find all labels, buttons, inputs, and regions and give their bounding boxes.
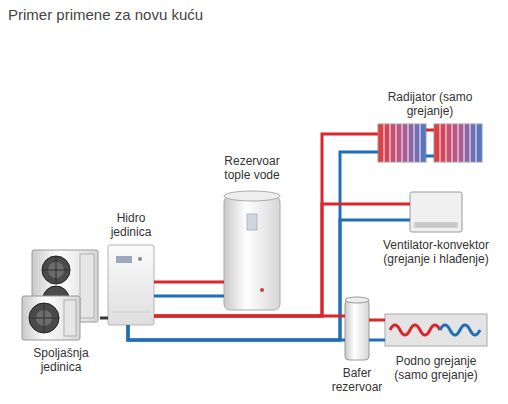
return-pipe [128,220,410,340]
hydro-unit: Hidro jedinica [108,245,154,325]
pipe-connection [128,316,345,340]
return-pipe [154,295,224,298]
pipe-connection [369,320,385,340]
outdoor-unit-drawing-part [80,254,94,318]
return-pipe [369,339,385,342]
floor-heating: Podno grejanje (samo grejanje) [385,314,487,346]
return-pipe [128,325,345,340]
supply-pipe [154,315,345,318]
fan-coil: Ventilator-konvektor (grejanje i hlađenj… [410,192,462,232]
radiator-drawing-part [384,124,476,162]
hydro-unit-drawing-part [138,257,142,261]
hydro-unit-label: Hidro jedinica [99,211,163,239]
hot-water-tank-drawing [224,191,280,310]
buffer-tank-drawing-part [345,300,369,360]
fan-coil-drawing [410,192,462,232]
fan-coil-label: Ventilator-konvektor (grejanje i hlađenj… [374,238,499,266]
outdoor-unit-drawing-part [64,300,76,336]
outdoor-unit-label-group: Spoljašnja jedinica [25,346,97,374]
supply-pipe [154,281,224,284]
buffer-tank: Bafer rezervoar [345,298,369,360]
pipe-connection [128,204,410,340]
buffer-tank-drawing-part [345,297,369,303]
buffer-tank-drawing [345,297,369,360]
refrigerant-line [100,317,108,320]
radiator-drawing-part [426,129,434,132]
buffer-tank-label: Bafer rezervoar [325,366,389,394]
fan-coil-drawing-part [414,222,458,228]
diagram-title: Primer primene za novu kuću [8,6,203,24]
outdoor-unit-drawing-part [29,303,59,333]
supply-pipe [154,134,378,316]
radiator: Radijator (samo grejanje) [378,124,482,162]
hydro-unit-drawing-part [112,312,150,313]
fan-coil-drawing-part [416,224,456,226]
fan-coil-drawing-part [410,192,462,232]
floor-heating-drawing-part [440,325,480,335]
fan-coil-label-group: Ventilator-konvektor (grejanje i hlađenj… [374,238,499,266]
hot-water-tank-label-group: Rezervoar tople vode [215,154,289,182]
hot-water-tank-label: Rezervoar tople vode [215,154,289,182]
hydro-unit-drawing [108,245,154,325]
hydro-unit-drawing-part [116,256,132,263]
floor-heating-drawing [385,314,487,346]
outdoor-unit-label: Spoljašnja jedinica [25,346,97,374]
floor-heating-label-group: Podno grejanje (samo grejanje) [386,354,486,382]
outdoor-unit: Spoljašnja jedinica [22,250,100,340]
hot-water-tank-drawing-part [247,214,257,230]
hot-water-tank-drawing-part [224,196,280,310]
radiator-drawing [378,124,482,162]
hot-water-tank-drawing-part [260,288,264,292]
hot-water-tank-drawing-part [224,191,280,201]
floor-heating-label: Podno grejanje (samo grejanje) [386,354,486,382]
radiator-label: Radijator (samo grejanje) [380,90,480,118]
radiator-drawing-part [426,155,434,158]
hydro-unit-label-group: Hidro jedinica [99,211,163,239]
pipe-connection [154,282,224,296]
hot-water-tank: Rezervoar tople vode [224,190,280,310]
outdoor-unit-drawing-part [22,296,80,340]
outdoor-unit-drawing [22,250,98,340]
outdoor-unit-drawing-part [29,303,59,333]
outdoor-unit-drawing-part [42,256,70,284]
radiator-label-group: Radijator (samo grejanje) [380,90,480,118]
supply-pipe [369,319,385,322]
outdoor-unit-drawing-part [42,256,70,284]
floor-heating-drawing-part [385,314,487,346]
hydro-unit-drawing-part [108,245,154,325]
buffer-tank-label-group: Bafer rezervoar [325,366,389,394]
floor-heating-drawing-part [390,325,440,335]
pipe-connection [100,318,108,319]
